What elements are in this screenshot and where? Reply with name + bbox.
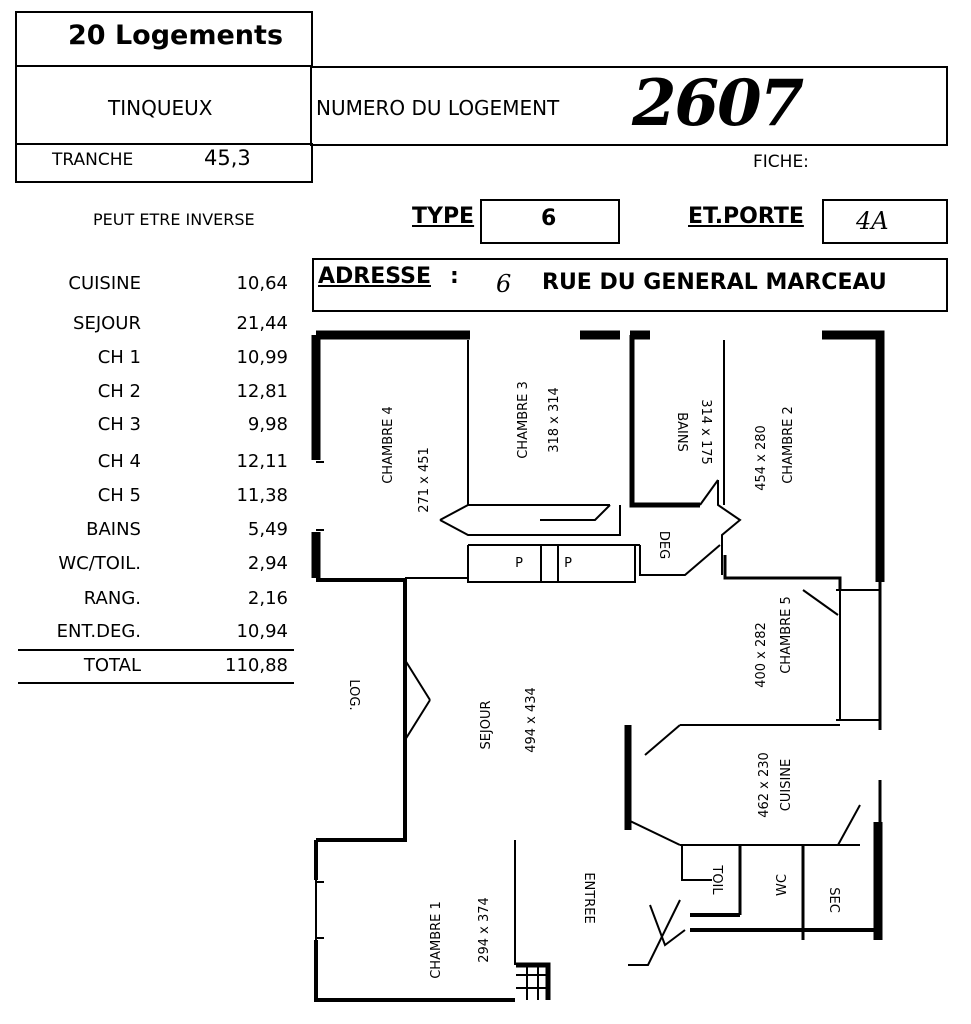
surface-label: CH 5 — [97, 485, 141, 506]
city-label: TINQUEUX — [108, 96, 213, 120]
surface-value: 10,64 — [236, 273, 288, 294]
bains-dim: 314 x 175 — [698, 399, 713, 465]
project-title: 20 Logements — [68, 20, 284, 51]
project-box — [15, 11, 313, 67]
total-underline — [18, 682, 294, 684]
type-label: TYPE — [412, 204, 475, 229]
surface-value: 5,49 — [247, 519, 288, 540]
room-labels: CHAMBRE 4 271 x 451 CHAMBRE 3 318 x 314 … — [346, 381, 841, 979]
surface-label: CUISINE — [68, 273, 141, 294]
etporte-box — [822, 199, 948, 244]
chambre1-label: CHAMBRE 1 — [429, 901, 444, 979]
total-divider — [18, 649, 294, 651]
chambre1-dim: 294 x 374 — [477, 897, 492, 963]
wc-label: WC — [775, 874, 790, 896]
adresse-box — [312, 258, 948, 312]
sejour-dim: 494 x 434 — [524, 687, 539, 753]
sec-label: SEC — [826, 887, 841, 913]
chambre4-dim: 271 x 451 — [417, 447, 432, 513]
chambre3-dim: 318 x 314 — [547, 387, 562, 453]
etporte-value: 4A — [856, 207, 889, 235]
chambre3-label: CHAMBRE 3 — [516, 381, 531, 459]
sejour-label: SEJOUR — [479, 700, 494, 749]
surface-label: CH 3 — [97, 414, 141, 435]
adresse-street: RUE DU GENERAL MARCEAU — [542, 270, 887, 295]
adresse-label: ADRESSE — [318, 264, 431, 289]
walls — [311, 330, 885, 1002]
surface-label: BAINS — [86, 519, 141, 540]
surface-label: RANG. — [83, 588, 141, 609]
toil-label: TOIL — [709, 864, 724, 895]
surface-value: 9,98 — [247, 414, 288, 435]
surface-label: WC/TOIL. — [58, 553, 141, 574]
fiche-label: FICHE: — [753, 152, 809, 172]
numero-label: NUMERO DU LOGEMENT — [316, 96, 560, 120]
type-box — [480, 199, 620, 244]
tranche-value: 45,3 — [204, 146, 251, 170]
surface-value: 10,99 — [236, 347, 288, 368]
adresse-sep: : — [450, 264, 459, 289]
log-label: LOG. — [346, 679, 361, 710]
surface-value: 21,44 — [236, 313, 288, 334]
cuisine-label: CUISINE — [779, 759, 794, 811]
tranche-label: TRANCHE — [52, 150, 134, 170]
chambre2-label: CHAMBRE 2 — [781, 406, 796, 484]
surface-value: 10,94 — [236, 621, 288, 642]
surface-label: CH 4 — [97, 451, 141, 472]
tranche-box — [15, 143, 313, 183]
surface-label: SEJOUR — [73, 313, 141, 334]
deg-label: DEG — [656, 531, 671, 559]
rangement-label-2: P — [564, 556, 572, 571]
bains-label: BAINS — [674, 412, 689, 452]
cuisine-dim: 462 x 230 — [757, 752, 772, 818]
rangement-label-1: P — [515, 556, 523, 571]
chambre2-dim: 454 x 280 — [754, 425, 769, 491]
adresse-number: 6 — [496, 270, 512, 298]
total-label: TOTAL — [83, 655, 141, 676]
inverse-note: PEUT ETRE INVERSE — [93, 210, 255, 229]
chambre5-label: CHAMBRE 5 — [779, 596, 794, 674]
numero-value: 2607 — [632, 66, 804, 141]
city-box — [15, 66, 312, 146]
surface-value: 12,81 — [236, 381, 288, 402]
type-value: 6 — [541, 206, 557, 231]
surface-value: 2,16 — [247, 588, 288, 609]
chambre5-dim: 400 x 282 — [754, 622, 769, 688]
total-value: 110,88 — [225, 655, 288, 676]
chambre4-label: CHAMBRE 4 — [381, 406, 396, 484]
surface-value: 11,38 — [236, 485, 288, 506]
surface-value: 2,94 — [247, 553, 288, 574]
surface-value: 12,11 — [236, 451, 288, 472]
surface-label: ENT.DEG. — [56, 621, 141, 642]
surface-label: CH 1 — [97, 347, 141, 368]
surface-label: CH 2 — [97, 381, 141, 402]
etporte-label: ET.PORTE — [688, 204, 804, 229]
entree-label: ENTREE — [581, 872, 596, 923]
